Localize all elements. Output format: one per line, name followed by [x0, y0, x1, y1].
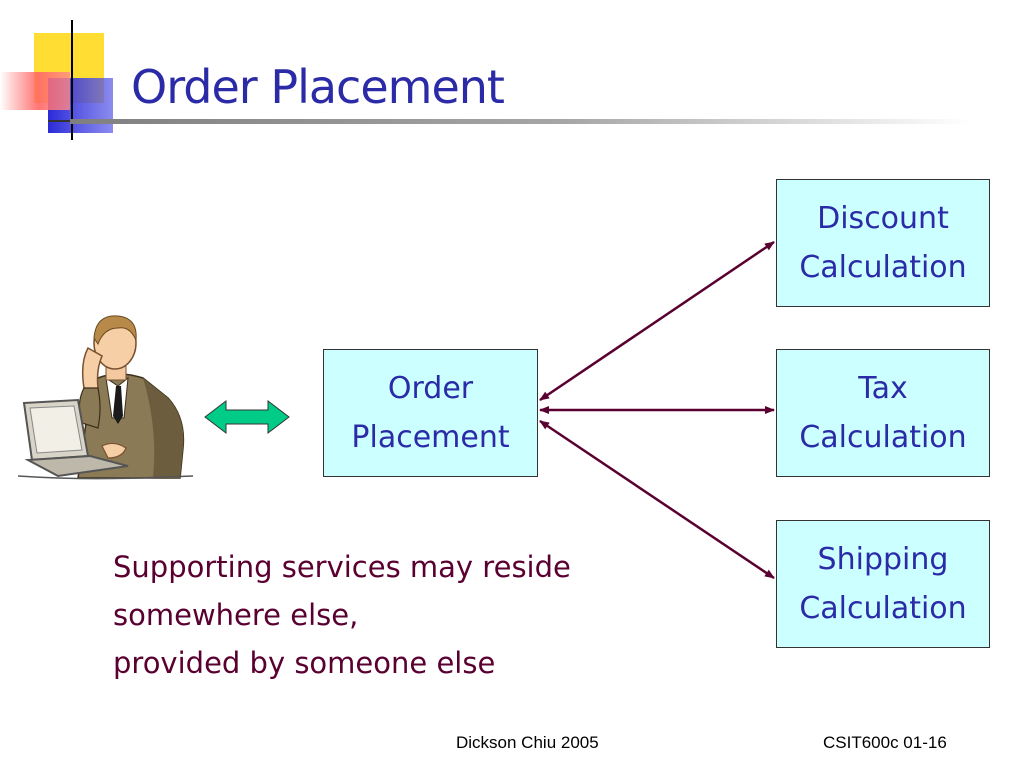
- supporting-services-note: Supporting services may reside somewhere…: [113, 543, 571, 687]
- tax-calculation-label: Tax Calculation: [799, 371, 967, 455]
- discount-calculation-label: Discount Calculation: [799, 201, 967, 285]
- person-lower-hand: [101, 442, 127, 459]
- double-arrow-icon: [204, 399, 290, 435]
- corner-decoration: [0, 20, 140, 140]
- footer-slide-number: CSIT600c 01-16: [823, 733, 947, 752]
- footer-author: Dickson Chiu 2005: [456, 733, 599, 752]
- note-line-2: somewhere else,: [113, 598, 359, 632]
- title-underline: [70, 119, 970, 124]
- connector-order-discount: [539, 240, 775, 402]
- slide-title: Order Placement: [131, 60, 505, 114]
- shipping-calculation-label: Shipping Calculation: [799, 542, 967, 626]
- tax-calculation-box: Tax Calculation: [776, 349, 990, 477]
- connector-order-shipping: [539, 419, 775, 580]
- order-placement-label: Order Placement: [351, 371, 510, 455]
- laptop-base: [24, 454, 129, 478]
- person-arm: [78, 387, 101, 429]
- desk-line: [18, 475, 193, 480]
- note-line-3: provided by someone else: [113, 646, 496, 680]
- person-at-laptop-icon: [18, 315, 193, 480]
- order-placement-box: Order Placement: [323, 349, 538, 477]
- note-line-1: Supporting services may reside: [113, 550, 571, 584]
- person-jacket-shade: [143, 378, 184, 478]
- laptop-screen-inner: [29, 405, 83, 454]
- red-band: [0, 72, 70, 110]
- person-hair: [93, 315, 137, 346]
- discount-calculation-box: Discount Calculation: [776, 179, 990, 307]
- shipping-calculation-box: Shipping Calculation: [776, 520, 990, 648]
- person-tie: [113, 386, 123, 424]
